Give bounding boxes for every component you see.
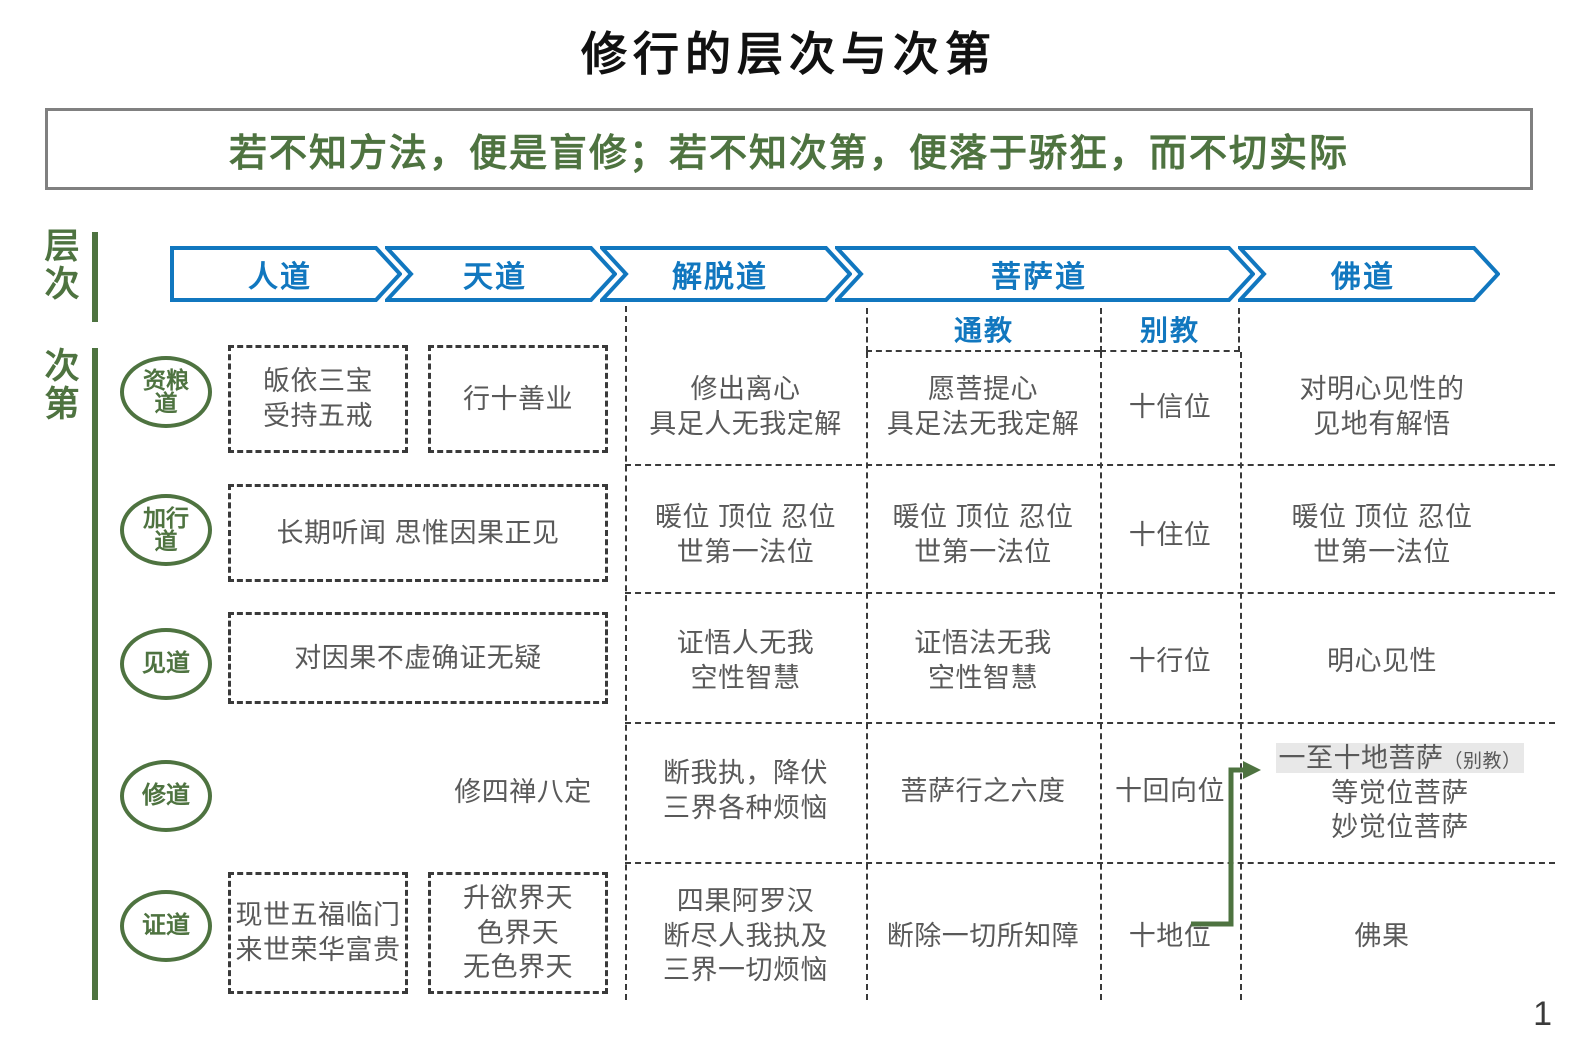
cell-ziliangdao-biejiao[interactable]: 十信位: [1102, 352, 1238, 462]
cell-xiudao-tongjiao[interactable]: 菩萨行之六度: [868, 736, 1098, 846]
cell-zhengdao-fodao[interactable]: 佛果: [1242, 872, 1522, 1000]
subtitle-text: 若不知方法，便是盲修；若不知次第，便落于骄狂，而不切实际: [228, 132, 1349, 175]
connector-arrow-green: [1191, 761, 1261, 927]
stage-badge-jiandao[interactable]: 见道: [120, 628, 212, 700]
cell-text: 对因果不虚确证无疑: [294, 642, 542, 673]
cell-text: 证悟法无我 空性智慧: [914, 628, 1052, 693]
stage-label-ziliangdao: 资粮道: [143, 367, 189, 416]
cell-ziliangdao-rendao[interactable]: 皈依三宝 受持五戒: [228, 345, 408, 453]
row-separator-4: [625, 862, 1555, 864]
cell-ziliangdao-tongjiao[interactable]: 愿菩提心 具足法无我定解: [868, 352, 1098, 462]
axis-label-order: 次第: [44, 347, 80, 424]
cell-text: 长期听闻 思惟因果正见: [276, 517, 560, 548]
path-chevron-fodao[interactable]: 佛道: [1238, 246, 1500, 302]
row-separator-2: [625, 592, 1555, 594]
cell-jiaxingdao-jietuodao[interactable]: 暖位 顶位 忍位 世第一法位: [627, 480, 864, 590]
subheader-label-biejiao: 别教: [1139, 316, 1200, 347]
cell-xiudao-fodao[interactable]: 一至十地菩萨（别教） 等觉位菩萨 妙觉位菩萨: [1250, 736, 1550, 850]
cell-zhengdao-tongjiao[interactable]: 断除一切所知障: [868, 872, 1098, 1000]
path-chevron-pusadao[interactable]: 菩萨道: [835, 246, 1255, 302]
cell-text: 行十善业: [463, 383, 573, 414]
stage-label-jiandao: 见道: [142, 651, 190, 677]
path-header-row: 人道 天道 解脱道 菩萨道 佛道: [170, 246, 1500, 302]
path-chevron-jietuodao[interactable]: 解脱道: [600, 246, 852, 302]
cell-ziliangdao-jietuodao[interactable]: 修出离心 具足人无我定解: [627, 352, 864, 462]
stage-label-xiudao: 修道: [142, 783, 190, 809]
stage-badge-xiudao[interactable]: 修道: [120, 760, 212, 832]
cell-jiaxingdao-biejiao[interactable]: 十住位: [1102, 480, 1238, 590]
cell-xiudao-jietuodao[interactable]: 断我执，降伏 三界各种烦恼: [627, 736, 864, 846]
cell-text: 对明心见性的 见地有解悟: [1299, 374, 1465, 439]
cell-highlight-line: 一至十地菩萨（别教）: [1276, 741, 1524, 776]
subheader-tongjiao[interactable]: 通教: [866, 308, 1100, 352]
path-chevron-tiandao[interactable]: 天道: [385, 246, 617, 302]
axis-bar-level: [92, 232, 98, 322]
stage-badge-ziliangdao[interactable]: 资粮道: [120, 356, 212, 428]
cell-jiandao-ren-tian-merged[interactable]: 对因果不虚确证无疑: [228, 612, 608, 704]
stage-label-zhengdao: 证道: [142, 913, 190, 939]
cell-text: 证悟人无我 空性智慧: [676, 628, 815, 693]
path-label-pusadao: 菩萨道: [991, 261, 1087, 294]
cell-text: 等觉位菩萨 妙觉位菩萨: [1331, 777, 1469, 843]
cell-text: 暖位 顶位 忍位 世第一法位: [892, 502, 1074, 567]
row-separator-1: [625, 464, 1555, 466]
path-label-jietuodao: 解脱道: [672, 261, 768, 294]
cell-text: 明心见性: [1327, 645, 1437, 676]
page-number: 1: [1533, 995, 1552, 1033]
cell-ziliangdao-fodao[interactable]: 对明心见性的 见地有解悟: [1242, 352, 1522, 462]
cell-text: 暖位 顶位 忍位 世第一法位: [1291, 502, 1473, 567]
cell-jiandao-biejiao[interactable]: 十行位: [1102, 606, 1238, 716]
cell-ziliangdao-tiandao[interactable]: 行十善业: [428, 345, 608, 453]
subtitle-banner: 若不知方法，便是盲修；若不知次第，便落于骄狂，而不切实际: [45, 108, 1533, 190]
cell-text: 皈依三宝 受持五戒: [263, 366, 373, 431]
cell-text: 愿菩提心 具足法无我定解: [886, 374, 1080, 439]
cell-text: 十住位: [1128, 519, 1212, 550]
subheader-biejiao[interactable]: 别教: [1100, 308, 1240, 352]
cell-zhengdao-rendao[interactable]: 现世五福临门 来世荣华富贵: [228, 872, 408, 994]
cell-text: 断除一切所知障: [886, 920, 1080, 951]
cell-jiandao-fodao[interactable]: 明心见性: [1242, 606, 1522, 716]
cell-zhengdao-jietuodao[interactable]: 四果阿罗汉 断尽人我执及 三界一切烦恼: [627, 872, 864, 1000]
cell-text: 现世五福临门 来世荣华富贵: [235, 900, 401, 965]
column-separator-fodao-left: [1240, 352, 1242, 1000]
cell-text: 修出离心 具足人无我定解: [649, 374, 842, 439]
cell-text: 升欲界天 色界天 无色界天: [463, 883, 573, 983]
cell-zhengdao-tiandao[interactable]: 升欲界天 色界天 无色界天: [428, 872, 608, 994]
cell-xiudao-tiandao[interactable]: 修四禅八定: [428, 740, 618, 844]
cell-text: 四果阿罗汉 断尽人我执及 三界一切烦恼: [663, 886, 828, 986]
column-separator-jietuodao-left: [625, 306, 627, 1000]
path-label-fodao: 佛道: [1331, 261, 1395, 294]
axis-label-level: 层次: [44, 227, 80, 304]
cell-text: 十行位: [1128, 645, 1212, 676]
path-label-rendao: 人道: [248, 261, 312, 294]
stage-badge-jiaxingdao[interactable]: 加行道: [120, 494, 212, 566]
stage-label-jiaxingdao: 加行道: [143, 505, 189, 554]
page-title: 修行的层次与次第: [581, 29, 997, 80]
cell-highlight-note: （别教）: [1443, 751, 1522, 773]
cell-xiudao-biejiao[interactable]: 十回向位: [1102, 736, 1238, 846]
column-separator-pusadao-left: [866, 352, 868, 1000]
subheader-label-tongjiao: 通教: [953, 316, 1014, 347]
cell-text: 十信位: [1128, 391, 1212, 422]
cell-highlight-text: 一至十地菩萨: [1278, 743, 1444, 774]
cell-text: 暖位 顶位 忍位 世第一法位: [654, 502, 836, 567]
cell-jiaxingdao-ren-tian-merged[interactable]: 长期听闻 思惟因果正见: [228, 484, 608, 582]
cell-text: 断我执，降伏 三界各种烦恼: [663, 758, 828, 823]
cell-jiandao-tongjiao[interactable]: 证悟法无我 空性智慧: [868, 606, 1098, 716]
cell-jiaxingdao-fodao[interactable]: 暖位 顶位 忍位 世第一法位: [1242, 480, 1522, 590]
cell-text: 佛果: [1354, 920, 1410, 951]
cell-jiaxingdao-tongjiao[interactable]: 暖位 顶位 忍位 世第一法位: [868, 480, 1098, 590]
cell-text: 修四禅八定: [454, 776, 592, 807]
path-label-tiandao: 天道: [463, 261, 527, 294]
cell-text: 菩萨行之六度: [900, 775, 1066, 806]
axis-bar-order: [92, 348, 98, 1000]
path-chevron-rendao[interactable]: 人道: [170, 246, 402, 302]
cell-jiandao-jietuodao[interactable]: 证悟人无我 空性智慧: [627, 606, 864, 716]
column-separator-tong-bie: [1100, 352, 1102, 1000]
stage-badge-zhengdao[interactable]: 证道: [120, 890, 212, 962]
row-separator-3: [625, 722, 1555, 724]
cell-text: 十回向位: [1115, 775, 1225, 806]
